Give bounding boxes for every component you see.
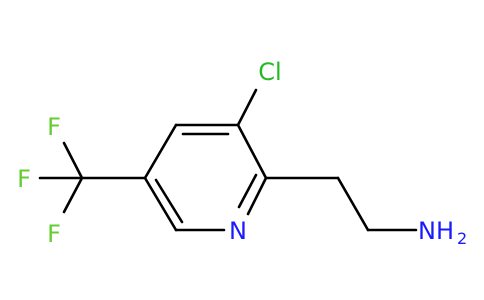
bond-c2-c3 xyxy=(236,123,268,180)
amine-atom-label: NH xyxy=(418,217,454,245)
bond-n1-c2 xyxy=(246,176,268,216)
fluorine-left-label: F xyxy=(17,165,31,193)
bond-n1-c2-inner xyxy=(237,173,258,209)
bond-cf3-f3 xyxy=(62,176,84,214)
bond-c4-c5 xyxy=(143,123,178,180)
bond-c3-cl xyxy=(236,88,258,127)
chlorine-atom-label: Cl xyxy=(258,58,281,86)
ring-nitrogen-atom-label: N xyxy=(229,217,247,245)
bond-c5-c6 xyxy=(143,176,178,232)
bond-ch2-ch2 xyxy=(336,176,370,232)
fluorine-bottom-label: F xyxy=(47,220,61,248)
amine-subscript-label: 2 xyxy=(457,229,467,248)
bond-c5-c6-inner xyxy=(154,178,184,224)
fluorine-top-label: F xyxy=(47,113,61,141)
bond-cf3-f1 xyxy=(62,141,84,180)
